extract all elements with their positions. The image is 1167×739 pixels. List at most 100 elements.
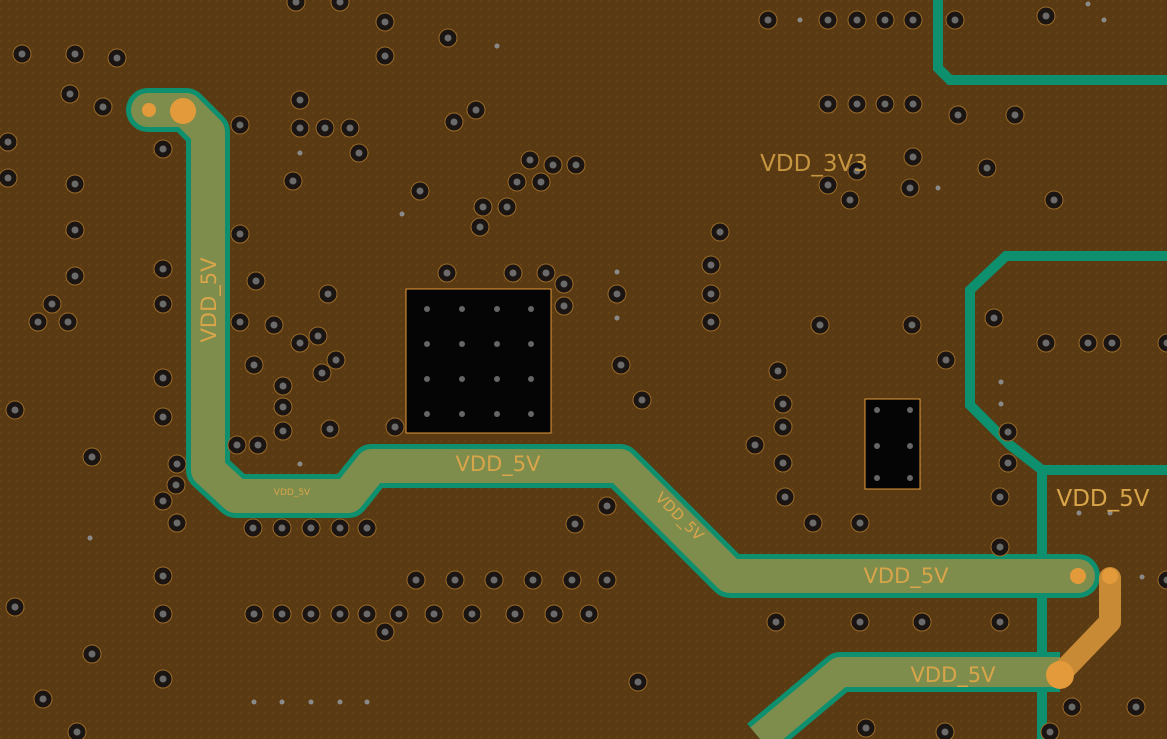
via-hole (4, 174, 12, 182)
via-hole (1004, 459, 1012, 467)
via-hole (336, 610, 344, 618)
via-hole (113, 54, 121, 62)
trace-pad[interactable] (1046, 661, 1074, 689)
net-label-vdd-5v-lower: VDD_5V (864, 564, 950, 589)
via-hole (1132, 703, 1140, 711)
component-pin (874, 407, 880, 413)
via-hole (572, 161, 580, 169)
via-hole (617, 361, 625, 369)
via-hole (853, 100, 861, 108)
via-hole (479, 203, 487, 211)
via-hole (996, 493, 1004, 501)
bga-ball (459, 376, 465, 382)
via-hole (395, 610, 403, 618)
micro-via (998, 379, 1004, 385)
micro-via (279, 699, 285, 705)
micro-via (998, 401, 1004, 407)
via-hole (363, 610, 371, 618)
via-hole (862, 724, 870, 732)
via-hole (381, 18, 389, 26)
via-hole (490, 576, 498, 584)
component-pin (874, 475, 880, 481)
micro-via (1085, 1, 1091, 7)
via-hole (585, 610, 593, 618)
bga-component[interactable] (405, 288, 552, 434)
micro-via (297, 461, 303, 467)
via-hole (296, 124, 304, 132)
bga-ball (424, 341, 430, 347)
net-label-vdd-3v3: VDD_3V3 (760, 151, 868, 177)
bga-ball (459, 341, 465, 347)
net-label-vdd-5v-right: VDD_5V (1056, 486, 1149, 512)
via-hole (779, 400, 787, 408)
trace-pad[interactable] (1102, 568, 1118, 584)
vdd-5v-trace-main[interactable] (126, 88, 1100, 598)
via-hole (824, 16, 832, 24)
via-hole (450, 118, 458, 126)
trace-pad[interactable] (142, 103, 156, 117)
via-hole (233, 441, 241, 449)
net-label-vdd-5v-bottom: VDD_5V (911, 663, 997, 688)
vdd-5v-jumper-trace[interactable] (1051, 567, 1121, 683)
via-hole (1108, 339, 1116, 347)
via-hole (603, 502, 611, 510)
micro-via (251, 699, 257, 705)
via-hole (34, 318, 42, 326)
via-hole (71, 226, 79, 234)
via-hole (443, 269, 451, 277)
vdd-5v-trace-lower[interactable] (747, 652, 1060, 739)
via-hole (853, 16, 861, 24)
via-hole (909, 100, 917, 108)
via-hole (638, 396, 646, 404)
micro-via (399, 211, 405, 217)
via-hole (1046, 728, 1054, 736)
trace-pad[interactable] (1070, 568, 1086, 584)
via-hole (11, 603, 19, 611)
bga-balls (424, 306, 534, 417)
via-hole (529, 576, 537, 584)
via-hole (634, 678, 642, 686)
micro-via (614, 269, 620, 275)
via-hole (774, 367, 782, 375)
via-hole (550, 610, 558, 618)
via-hole (270, 321, 278, 329)
bga-ball (459, 306, 465, 312)
via-hole (296, 96, 304, 104)
via-hole (996, 543, 1004, 551)
via-hole (472, 106, 480, 114)
via-hole (560, 302, 568, 310)
via-hole (772, 618, 780, 626)
via-hole (1068, 703, 1076, 711)
via-hole (71, 50, 79, 58)
via-hole (942, 356, 950, 364)
via-hole (476, 223, 484, 231)
via-hole (391, 423, 399, 431)
trace-pad[interactable] (170, 98, 196, 124)
micro-via (1107, 510, 1113, 516)
via-hole (249, 524, 257, 532)
via-hole (289, 177, 297, 185)
via-hole (954, 111, 962, 119)
bga-ball (424, 306, 430, 312)
via-hole (1011, 111, 1019, 119)
via-hole (99, 103, 107, 111)
via-hole (513, 178, 521, 186)
micro-via (935, 185, 941, 191)
via-hole (307, 524, 315, 532)
via-hole (39, 695, 47, 703)
via-hole (526, 156, 534, 164)
via-hole (846, 196, 854, 204)
via-hole (568, 576, 576, 584)
via-hole (332, 356, 340, 364)
via-hole (503, 203, 511, 211)
via-hole (381, 628, 389, 636)
via-hole (853, 167, 861, 175)
via-hole (250, 361, 258, 369)
via-hole (88, 453, 96, 461)
via-hole (781, 493, 789, 501)
via-hole (64, 318, 72, 326)
via-hole (250, 610, 258, 618)
bga-ball (424, 376, 430, 382)
